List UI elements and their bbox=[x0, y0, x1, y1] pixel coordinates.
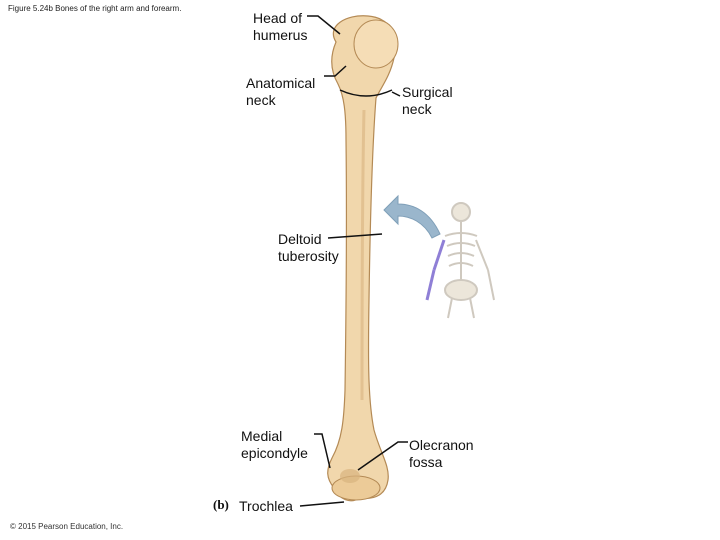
label-olecranon-fossa: Olecranon fossa bbox=[409, 437, 474, 470]
label-trochlea: Trochlea bbox=[239, 498, 293, 514]
label-deltoid-tuberosity: Deltoid tuberosity bbox=[278, 231, 339, 264]
label-head-of-humerus: Head of humerus bbox=[253, 10, 308, 43]
copyright-notice: © 2015 Pearson Education, Inc. bbox=[10, 522, 124, 531]
leader-surgical-neck-arc bbox=[339, 89, 393, 97]
leader-head-of-humerus bbox=[307, 15, 341, 35]
leader-deltoid-tuberosity bbox=[327, 233, 383, 239]
humerus-bone bbox=[327, 15, 399, 502]
label-medial-epicondyle: Medial epicondyle bbox=[241, 428, 308, 461]
leader-surgical-neck bbox=[391, 91, 401, 97]
label-anatomical-neck: Anatomical neck bbox=[246, 75, 316, 108]
skeleton-reference bbox=[444, 202, 495, 319]
pointer-arrow bbox=[383, 194, 441, 239]
leader-olecranon-fossa bbox=[357, 441, 408, 471]
leader-medial-epicondyle bbox=[314, 433, 331, 469]
label-surgical-neck: Surgical neck bbox=[402, 84, 453, 117]
panel-letter: (b) bbox=[213, 497, 229, 512]
figure-caption: Figure 5.24b Bones of the right arm and … bbox=[8, 4, 182, 13]
leader-anatomical-neck bbox=[324, 65, 347, 77]
highlighted-arm bbox=[425, 239, 446, 301]
leader-trochlea bbox=[299, 501, 345, 507]
